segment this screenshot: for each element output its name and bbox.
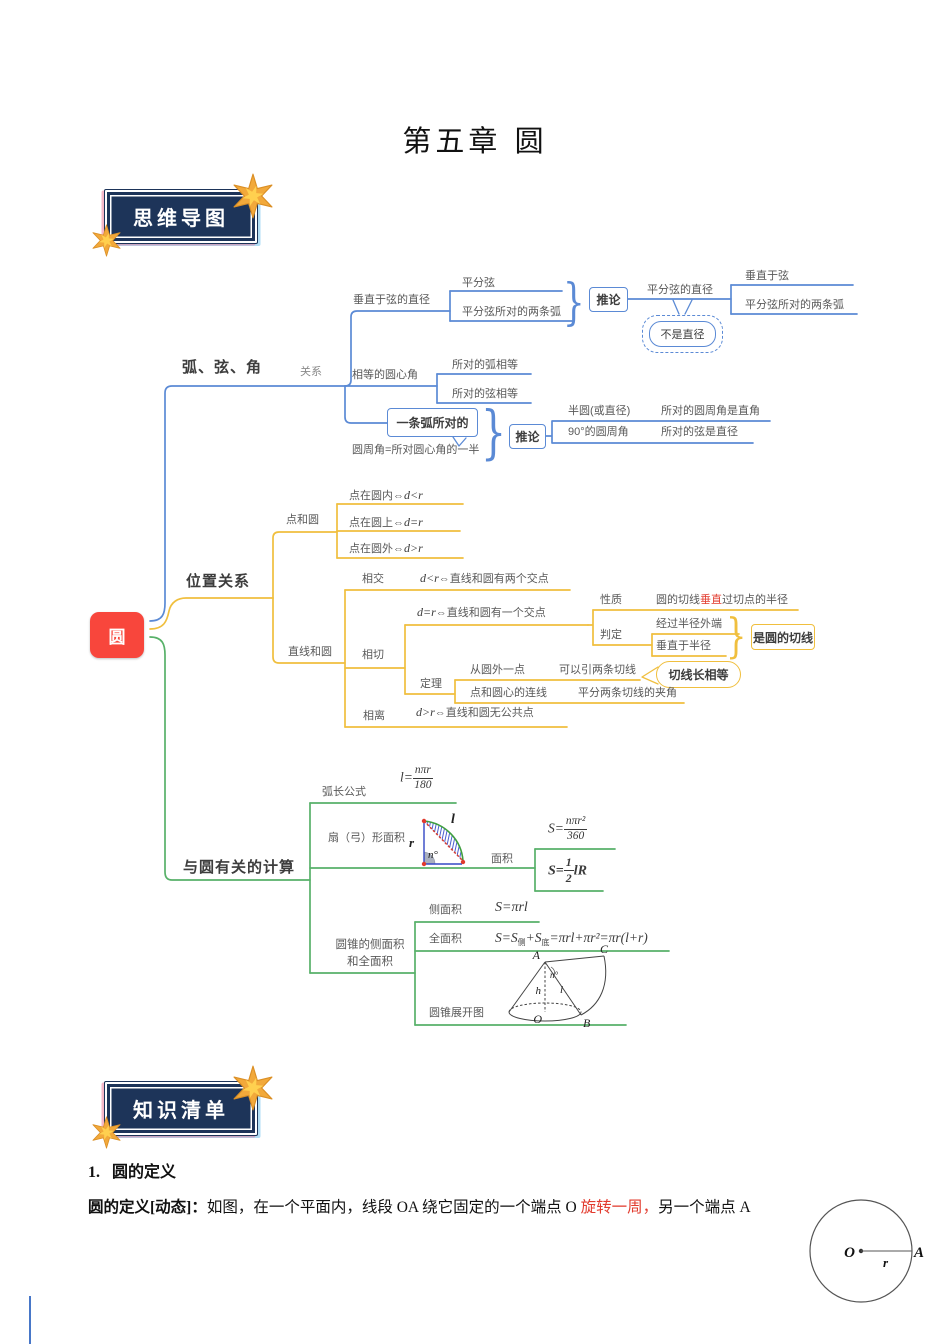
branch-position: 位置关系	[186, 573, 251, 590]
circle-label-O: O	[844, 1245, 855, 1261]
node-semicircle-result: 所对的圆周角是直角	[661, 405, 760, 417]
callout-not-diameter: 不是直径	[642, 315, 723, 353]
node-line-circle: 直线和圆	[288, 646, 332, 658]
sector-label-n: n°	[428, 849, 439, 861]
node-theorem-1b: 可以引两条切线	[559, 664, 636, 676]
node-equal-chords: 所对的弦相等	[452, 388, 518, 400]
mindmap-badge: 思维导图	[92, 173, 273, 257]
branch-arc-chord-angle: 弧、弦、角	[182, 359, 263, 376]
node-bisect-arcs: 平分弦所对的两条弧	[462, 306, 561, 318]
node-is-tangent: 是圆的切线	[751, 624, 815, 650]
node-corollary-2: 推论	[509, 424, 546, 449]
node-semicircle: 半圆(或直径)	[568, 405, 631, 417]
page-border-fragment	[29, 1296, 31, 1344]
definition-red-text: 旋转一周，	[580, 1199, 659, 1216]
knowledge-badge-label: 知识清单	[107, 1084, 255, 1133]
node-point-outside: 点在圆外⇔d>r	[349, 541, 423, 555]
brace: }	[563, 273, 585, 331]
circle-label-A: A	[913, 1245, 924, 1261]
node-point-circle: 点和圆	[286, 514, 319, 526]
star-icon	[233, 173, 273, 219]
node-bisect-arcs-2: 平分弦所对的两条弧	[745, 299, 844, 311]
cone-label-O: O	[533, 1012, 542, 1026]
node-bisect-diameter: 平分弦的直径	[647, 284, 713, 296]
star-icon	[233, 1065, 273, 1111]
sector-figure: l r n°	[409, 812, 466, 867]
cone-figure: A C n° l h O B	[508, 942, 609, 1030]
node-cone-areas: 圆锥的侧面积和全面积	[335, 939, 405, 968]
node-sector-area: 扇（弓）形面积	[328, 832, 405, 844]
cone-label-A: A	[532, 948, 541, 962]
node-perp-diameter: 垂直于弦的直径	[353, 294, 430, 306]
node-point-inside: 点在圆内⇔d<r	[349, 488, 423, 502]
node-arc-length: 弧长公式	[322, 786, 366, 798]
brace: }	[726, 609, 747, 664]
definition-paragraph: 圆的定义[动态]：如图，在一个平面内，线段 OA 绕它固定的一个端点 O 旋转一…	[88, 1199, 751, 1216]
node-equal-arcs: 所对的弧相等	[452, 359, 518, 371]
node-tangent-lengths-equal: 切线长相等	[656, 661, 741, 688]
node-area: 面积	[491, 853, 513, 865]
sector-label-r: r	[409, 835, 415, 850]
node-total-area: 全面积	[429, 933, 462, 945]
sector-label-l: l	[451, 812, 455, 827]
node-lateral-area: 侧面积	[429, 904, 462, 916]
node-inscribed-angle-eq: 圆周角=所对圆心角的一半	[352, 444, 480, 456]
node-intersect-cond: d<r⇔直线和圆有两个交点	[420, 571, 549, 585]
node-theorem-2b: 平分两条切线的夹角	[578, 687, 677, 699]
formula-total: S=S侧+S底=πrl+πr²=πr(l+r)	[495, 930, 648, 947]
node-property: 性质	[600, 594, 622, 606]
node-one-arc: 一条弧所对的	[387, 408, 478, 437]
node-theorem: 定理	[420, 678, 442, 690]
node-relation: 关系	[300, 366, 322, 378]
node-theorem-1a: 从圆外一点	[470, 664, 525, 676]
circle-label-r: r	[883, 1255, 889, 1270]
node-separate-cond: d>r⇔直线和圆无公共点	[416, 705, 534, 719]
knowledge-badge: 知识清单	[92, 1065, 273, 1149]
star-icon	[92, 224, 121, 257]
node-cone-development: 圆锥展开图	[429, 1007, 484, 1019]
node-equal-central-angles: 相等的圆心角	[352, 369, 418, 381]
node-theorem-2a: 点和圆心的连线	[470, 687, 547, 699]
node-intersect: 相交	[362, 573, 384, 585]
node-point-on: 点在圆上⇔d=r	[349, 515, 423, 529]
node-not-diameter: 不是直径	[649, 321, 716, 347]
circle-figure: O r A	[809, 1199, 924, 1303]
mindmap-root-node: 圆	[90, 612, 144, 658]
node-judge: 判定	[600, 629, 622, 641]
cone-label-l: l	[560, 984, 563, 996]
page-title: 第五章 圆	[402, 124, 548, 158]
branch-calc: 与圆有关的计算	[183, 859, 296, 876]
brace: }	[481, 398, 507, 466]
star-icon	[92, 1116, 121, 1149]
node-judge-1: 经过半径外端	[656, 618, 722, 630]
formula-lateral: S=πrl	[495, 900, 528, 915]
node-judge-2: 垂直于半径	[656, 640, 711, 652]
cone-label-h: h	[536, 985, 542, 997]
section-number: 1.	[88, 1164, 100, 1181]
mindmap-badge-label: 思维导图	[107, 192, 255, 241]
node-tangent-cond: d=r⇔直线和圆有一个交点	[417, 605, 546, 619]
section-title: 圆的定义	[112, 1164, 177, 1181]
cone-label-n: n°	[550, 970, 559, 980]
definition-lead: 圆的定义[动态]：	[88, 1199, 207, 1216]
node-corollary-1: 推论	[589, 287, 628, 312]
node-bisect-chord: 平分弦	[462, 277, 495, 289]
node-property-text: 圆的切线垂直过切点的半径	[656, 594, 788, 606]
cone-label-B: B	[583, 1016, 591, 1030]
node-perp-chord: 垂直于弦	[745, 270, 789, 282]
node-ninety-result: 所对的弦是直径	[661, 426, 738, 438]
section-1-heading: 1. 圆的定义	[88, 1158, 176, 1182]
node-separate: 相离	[363, 710, 385, 722]
node-tangent: 相切	[362, 649, 384, 661]
node-ninety-angle: 90°的圆周角	[568, 426, 629, 438]
